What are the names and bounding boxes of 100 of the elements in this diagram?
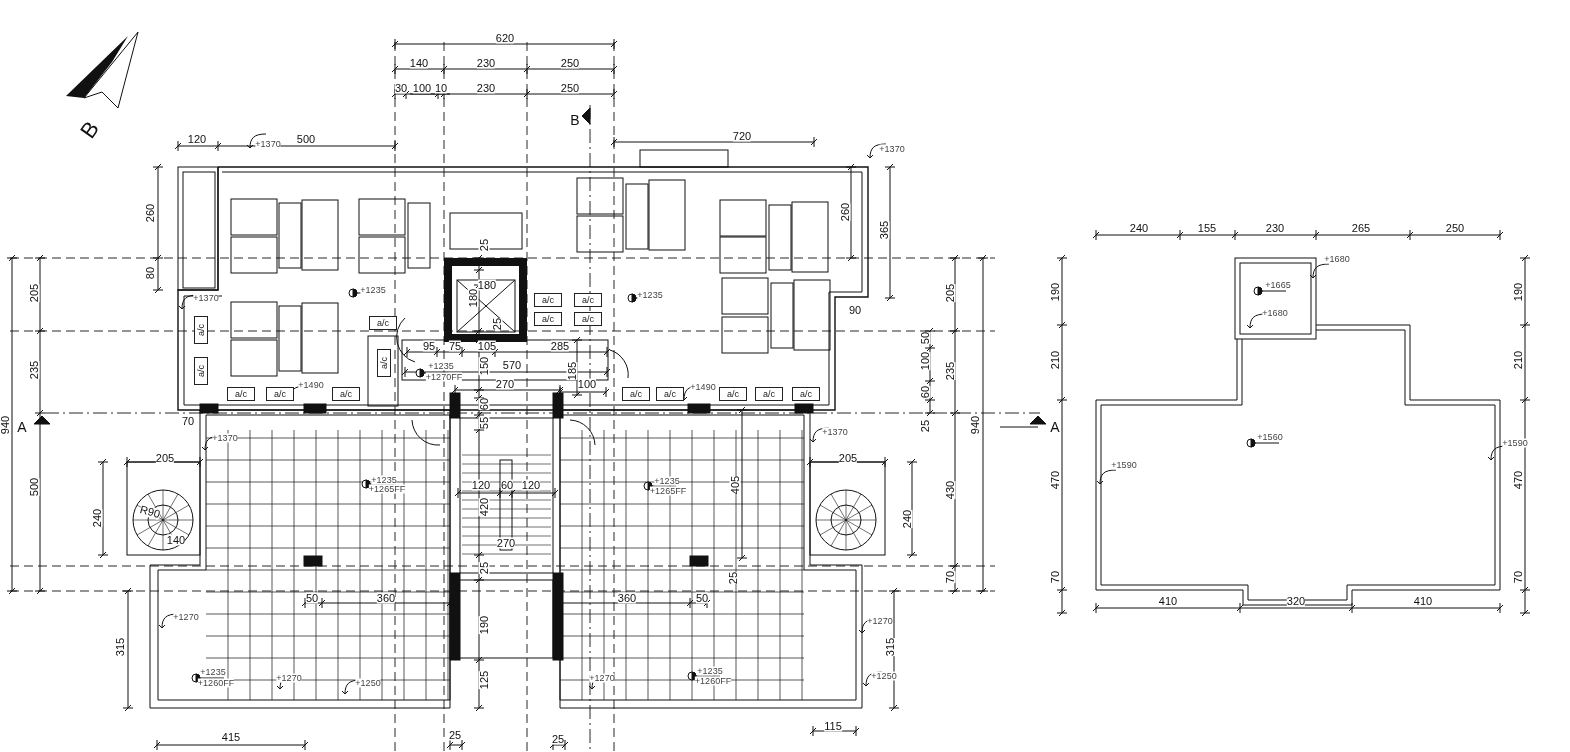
dimension-label: 430: [944, 480, 956, 500]
dimension-label: 240: [91, 508, 103, 528]
dimension-label: 720: [732, 130, 752, 142]
dimension-label: 315: [114, 637, 126, 657]
dimension-label: 70: [1512, 570, 1524, 584]
dimension-label: 235: [944, 361, 956, 381]
ac-unit: a/c: [534, 293, 562, 307]
dimension-label: 205: [838, 452, 858, 464]
dimension-label: 205: [155, 452, 175, 464]
section-letter: B: [570, 113, 580, 127]
dimension-label: 155: [1197, 222, 1217, 234]
dimension-label: 25: [551, 733, 565, 745]
dimension-label: 50: [305, 592, 319, 604]
dimension-label: 190: [478, 615, 490, 635]
level-label: +1560: [1257, 432, 1283, 442]
dimension-label: 410: [1158, 595, 1178, 607]
level-label: +1665: [1265, 280, 1291, 290]
dimension-label: 420: [478, 497, 490, 517]
level-label: +1250: [355, 678, 381, 688]
dimension-label: 250: [560, 57, 580, 69]
dimension-label: 180: [477, 279, 497, 291]
dimension-label: 75: [448, 340, 462, 352]
dimension-label: 180: [467, 288, 479, 308]
dimension-label: 240: [901, 509, 913, 529]
dimension-label: 500: [296, 133, 316, 145]
dimension-label: 190: [1049, 282, 1061, 302]
dimension-label: 55: [478, 416, 490, 430]
dimension-label: 250: [560, 82, 580, 94]
dimension-label: 185: [566, 361, 578, 381]
dimension-label: 360: [376, 592, 396, 604]
ac-unit: a/c: [719, 387, 747, 401]
level-label: +1235: [697, 666, 723, 676]
dimension-label: 320: [1286, 595, 1306, 607]
level-label: +1250: [871, 671, 897, 681]
ac-unit: a/c: [534, 312, 562, 326]
dimension-label: 140: [409, 57, 429, 69]
dimension-label: 10: [434, 82, 448, 94]
ac-unit: a/c: [377, 349, 391, 377]
dimension-label: 260: [144, 203, 156, 223]
level-label: +1235: [371, 475, 397, 485]
ac-unit: a/c: [622, 387, 650, 401]
dimension-label: 500: [28, 477, 40, 497]
ac-unit: a/c: [266, 387, 294, 401]
level-label: +1235: [637, 290, 663, 300]
dimension-label: 30: [394, 82, 408, 94]
level-label: +1265FF: [649, 486, 687, 496]
level-label: +1590: [1111, 460, 1137, 470]
level-label: +1270: [867, 616, 893, 626]
level-label: +1680: [1324, 254, 1350, 264]
dimension-label: 270: [495, 378, 515, 390]
dimension-label: 25: [919, 419, 931, 433]
dimension-label: 270: [496, 537, 516, 549]
dimension-label: 190: [1512, 282, 1524, 302]
level-label: +1270: [276, 673, 302, 683]
dimension-label: 80: [144, 266, 156, 280]
ac-unit: a/c: [792, 387, 820, 401]
dimension-label: 100: [577, 378, 597, 390]
dimension-label: 90: [848, 304, 862, 316]
level-label: +1370: [255, 139, 281, 149]
dimension-label: 235: [28, 360, 40, 380]
dimension-label: 60: [919, 385, 931, 399]
dimension-label: 315: [884, 637, 896, 657]
level-label: +1235: [200, 667, 226, 677]
radius-label: R90: [138, 504, 162, 520]
section-letter: A: [17, 420, 27, 434]
dimension-label: 70: [1049, 570, 1061, 584]
dimension-label: 100: [412, 82, 432, 94]
level-label: +1370: [822, 427, 848, 437]
dimension-label: 415: [221, 731, 241, 743]
level-label: +1370: [879, 144, 905, 154]
dimension-label: 365: [878, 220, 890, 240]
ac-unit: a/c: [332, 387, 360, 401]
dimension-label: 25: [727, 571, 739, 585]
level-label: +1235: [360, 285, 386, 295]
dimension-label: 940: [969, 415, 981, 435]
level-label: +1370: [193, 293, 219, 303]
dimension-label: 120: [187, 133, 207, 145]
dimension-label: 205: [28, 283, 40, 303]
dimension-label: 230: [1265, 222, 1285, 234]
dimension-label: 210: [1049, 350, 1061, 370]
dimension-label: 50: [695, 592, 709, 604]
ac-unit: a/c: [755, 387, 783, 401]
dimension-label: 405: [729, 475, 741, 495]
level-label: +1270: [173, 612, 199, 622]
dimension-label: 125: [478, 670, 490, 690]
ac-unit: a/c: [574, 312, 602, 326]
dimension-label: 360: [617, 592, 637, 604]
dimension-label: 210: [1512, 350, 1524, 370]
level-label: +1490: [298, 380, 324, 390]
dimension-label: 470: [1512, 470, 1524, 490]
dimension-label: 205: [944, 283, 956, 303]
dimension-label: 60: [478, 397, 490, 411]
dimension-label: 260: [839, 202, 851, 222]
dimension-label: 70: [944, 570, 956, 584]
dimension-label: 150: [478, 356, 490, 376]
dimension-label: 70: [181, 415, 195, 427]
level-label: +1235: [654, 476, 680, 486]
level-label: +1260FF: [197, 678, 235, 688]
ac-unit: a/c: [227, 387, 255, 401]
level-label: +1270: [589, 673, 615, 683]
